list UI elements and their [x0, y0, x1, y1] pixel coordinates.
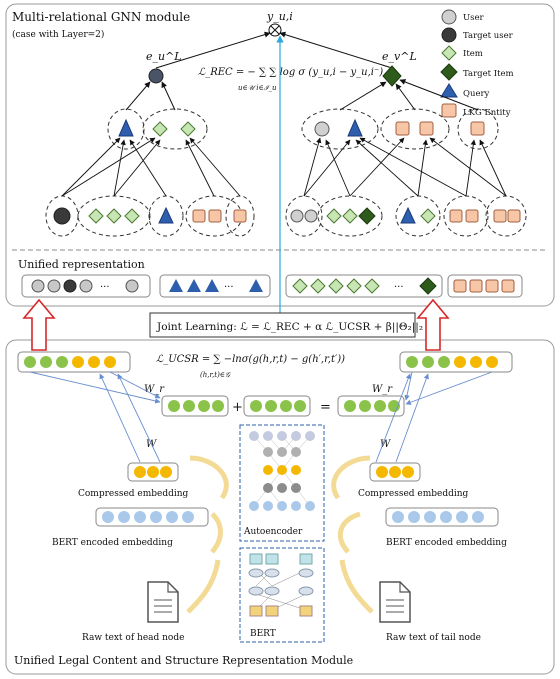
wr-label-left: W_r	[144, 384, 165, 395]
bert-embedding-left	[95, 507, 209, 527]
wr-label-right: W_r	[372, 384, 393, 395]
score-label: y_u,i	[266, 10, 293, 23]
compressed-embedding-left	[127, 462, 179, 482]
equals-sign: =	[320, 400, 331, 415]
legend-target-user-label: Target user	[463, 31, 514, 41]
tail-unified-embedding	[399, 351, 513, 373]
legend-target-item-label: Target Item	[463, 69, 514, 79]
unified-user-box: ···	[21, 274, 151, 298]
unified-entity-box	[447, 274, 523, 298]
svg-text:···: ···	[224, 282, 234, 293]
legend: User Target user Item Target Item Query …	[440, 9, 514, 118]
head-unified-embedding	[17, 351, 131, 373]
raw-head-label: Raw text of head node	[82, 633, 184, 643]
legend-lkg-entity-icon	[441, 103, 457, 118]
compressed-label-right: Compressed embedding	[358, 489, 469, 499]
target-user-node-l0	[53, 207, 71, 225]
bert-embedding-right	[385, 507, 499, 527]
loss-rec-sub: u∈𝒰 i∈ℐ_u	[238, 84, 277, 92]
unified-query-box: ···	[159, 274, 271, 298]
legend-query-icon	[440, 83, 458, 98]
bert-label-left: BERT encoded embedding	[52, 538, 173, 548]
legend-item-label: Item	[463, 49, 483, 59]
autoencoder-label: Autoencoder	[243, 527, 303, 537]
legend-target-user-icon	[441, 27, 457, 43]
unified-item-box: ···	[285, 274, 443, 298]
legend-user-icon	[441, 9, 457, 25]
flow-arrows-right	[331, 455, 374, 614]
bert-network	[248, 553, 314, 617]
legend-user-label: User	[463, 13, 485, 23]
raw-tail-label: Raw text of tail node	[386, 633, 481, 643]
svg-text:···: ···	[100, 282, 110, 293]
bert-label-right: BERT encoded embedding	[386, 538, 507, 548]
joint-learning-box	[149, 312, 416, 338]
target-user-node-top	[148, 68, 164, 84]
joint-learning-label: Joint Learning: ℒ = ℒ_REC + α ℒ_UCSR + β…	[156, 321, 423, 334]
legend-item-icon	[441, 45, 457, 61]
module-title: Unified Legal Content and Structure Repr…	[14, 654, 353, 667]
compressed-label-left: Compressed embedding	[78, 489, 189, 499]
autoencoder-nodes	[249, 431, 315, 511]
target-item-node-top	[382, 65, 402, 87]
red-up-arrow-left	[22, 298, 56, 351]
projected-tail-embedding	[337, 395, 405, 417]
bert-label: BERT	[250, 629, 276, 639]
document-icon-right	[379, 581, 411, 623]
flow-arrows-left	[186, 455, 229, 614]
gnn-title: Multi-relational GNN module	[12, 10, 190, 24]
legend-lkg-entity-label: LKG Entity	[463, 108, 511, 118]
projected-head-embedding	[161, 395, 229, 417]
plus-sign: +	[232, 400, 243, 415]
compressed-embedding-right	[369, 462, 421, 482]
target-item-node-l0	[358, 207, 376, 225]
unified-title: Unified representation	[18, 258, 145, 271]
svg-text:···: ···	[394, 282, 404, 293]
user-embedding-label: e_u^L	[146, 50, 182, 63]
ucsr-loss: ℒ_UCSR = ∑ −lnσ(g(h,r,t) − g(h′,r,t′))	[156, 354, 345, 365]
relation-embedding	[243, 395, 311, 417]
document-icon-left	[147, 581, 179, 623]
w-label-right: W	[380, 439, 391, 450]
legend-query-label: Query	[463, 89, 490, 99]
item-embedding-label: e_v^L	[382, 50, 417, 63]
query-node-l1	[118, 118, 134, 137]
ucsr-loss-sub: (h,r,t)∈𝒢	[200, 371, 231, 379]
legend-target-item-icon	[440, 63, 458, 81]
user-node-l1	[314, 121, 330, 137]
red-up-arrow-right	[416, 298, 450, 351]
loss-rec: ℒ_REC = − ∑ ∑ log σ (y_u,i − y_u,i⁻)	[198, 67, 383, 78]
gnn-subtitle: (case with Layer=2)	[12, 29, 104, 40]
